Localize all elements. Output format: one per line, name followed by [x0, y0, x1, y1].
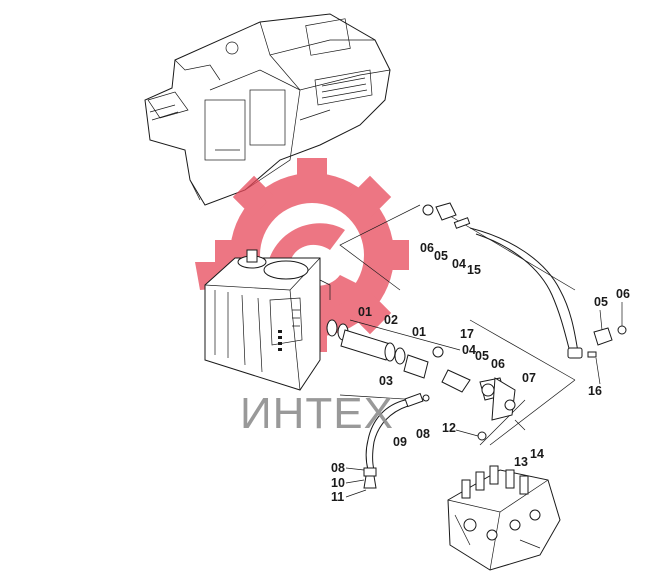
callout-label: 02	[384, 313, 398, 327]
callout-label: 01	[358, 305, 372, 319]
callout-label: 09	[393, 435, 407, 449]
callout-label: 04	[462, 343, 476, 357]
callout-label: 04	[452, 257, 466, 271]
callout-label: 14	[530, 447, 544, 461]
hydraulic-tank	[204, 249, 331, 391]
callout-label: 08	[331, 461, 345, 475]
callout-label: 15	[467, 263, 481, 277]
callout-label: 10	[331, 476, 345, 490]
control-valve	[447, 465, 561, 571]
callout-label: 05	[434, 249, 448, 263]
callout-label: 12	[442, 421, 456, 435]
callout-labels: 06 05 04 15 05 06 16 01 02 01 03 17 04 0…	[331, 241, 630, 504]
callout-label: 05	[594, 295, 608, 309]
callout-label: 13	[514, 455, 528, 469]
callout-label: 03	[379, 374, 393, 388]
callout-label: 07	[522, 371, 536, 385]
excavator-upper-structure	[144, 13, 391, 206]
callout-label: 05	[475, 349, 489, 363]
callout-label: 11	[331, 490, 344, 504]
callout-label: 17	[460, 327, 474, 341]
watermark-text: ИНТЕХ	[240, 389, 394, 438]
callout-label: 01	[412, 325, 426, 339]
lower-hose	[363, 392, 430, 489]
upper-hose-assembly	[422, 202, 627, 359]
callout-label: 06	[491, 357, 505, 371]
suction-pipe-assembly	[326, 319, 526, 441]
callout-label: 06	[616, 287, 630, 301]
callout-label: 16	[588, 384, 602, 398]
callout-label: 08	[416, 427, 430, 441]
callout-label: 06	[420, 241, 434, 255]
